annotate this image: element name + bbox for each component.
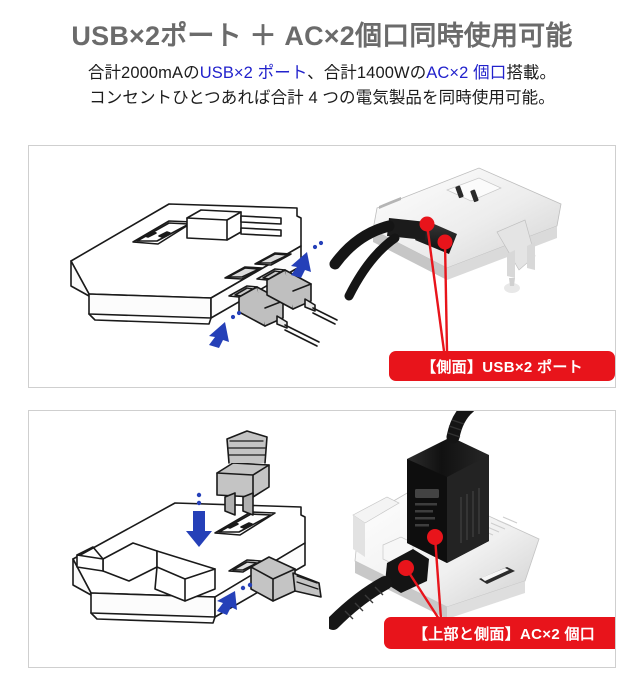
subtitle-text-segment: 合計2000mAの [87, 63, 200, 82]
pointer-dot [398, 560, 414, 576]
callout-label-ac: 【上部と側面】AC×2 個口 [384, 617, 615, 649]
insert-arrow-down-icon [186, 492, 212, 547]
insert-arrow-icon [209, 310, 242, 348]
callout-pointer-group [398, 529, 443, 620]
pointer-dot [419, 216, 435, 232]
subtitle-accent-usb: USB×2 ポート [199, 63, 308, 82]
ac-adapter [407, 411, 489, 563]
subtitle-block: 合計2000mAのUSB×2 ポート、合計1400WのAC×2 個口搭載。 コン… [0, 61, 644, 112]
device-body [372, 167, 562, 293]
insert-arrow-left-icon [217, 582, 253, 615]
callout-pointer-group [419, 216, 453, 352]
ac-illustration [29, 411, 339, 667]
subtitle-text-segment: 搭載。 [506, 63, 557, 82]
callout-label-usb: 【側面】USB×2 ポート [389, 351, 615, 381]
usb-illustration [29, 146, 339, 387]
usb-ports-panel: 【側面】USB×2 ポート [28, 145, 616, 388]
pointer-dot [437, 234, 453, 250]
subtitle-accent-ac: AC×2 個口 [426, 63, 507, 82]
insert-arrow-icon [291, 240, 324, 278]
subtitle-text-segment: 、合計1400Wの [307, 63, 427, 82]
usb-product-photo: 【側面】USB×2 ポート [329, 146, 615, 387]
subtitle-line-2: コンセントひとつあれば合計 4 つの電気製品を同時使用可能。 [89, 89, 555, 108]
ac-outlets-panel: 【上部と側面】AC×2 個口 [28, 410, 616, 668]
header: USB×2ポート ＋ AC×2個口同時使用可能 合計2000mAのUSB×2 ポ… [0, 0, 644, 112]
ac-product-photo: 【上部と側面】AC×2 個口 [329, 411, 615, 667]
pointer-dot [427, 529, 443, 545]
page-title: USB×2ポート ＋ AC×2個口同時使用可能 [71, 21, 573, 51]
subtitle-line-1: 合計2000mAのUSB×2 ポート、合計1400WのAC×2 個口搭載。 [0, 61, 644, 87]
